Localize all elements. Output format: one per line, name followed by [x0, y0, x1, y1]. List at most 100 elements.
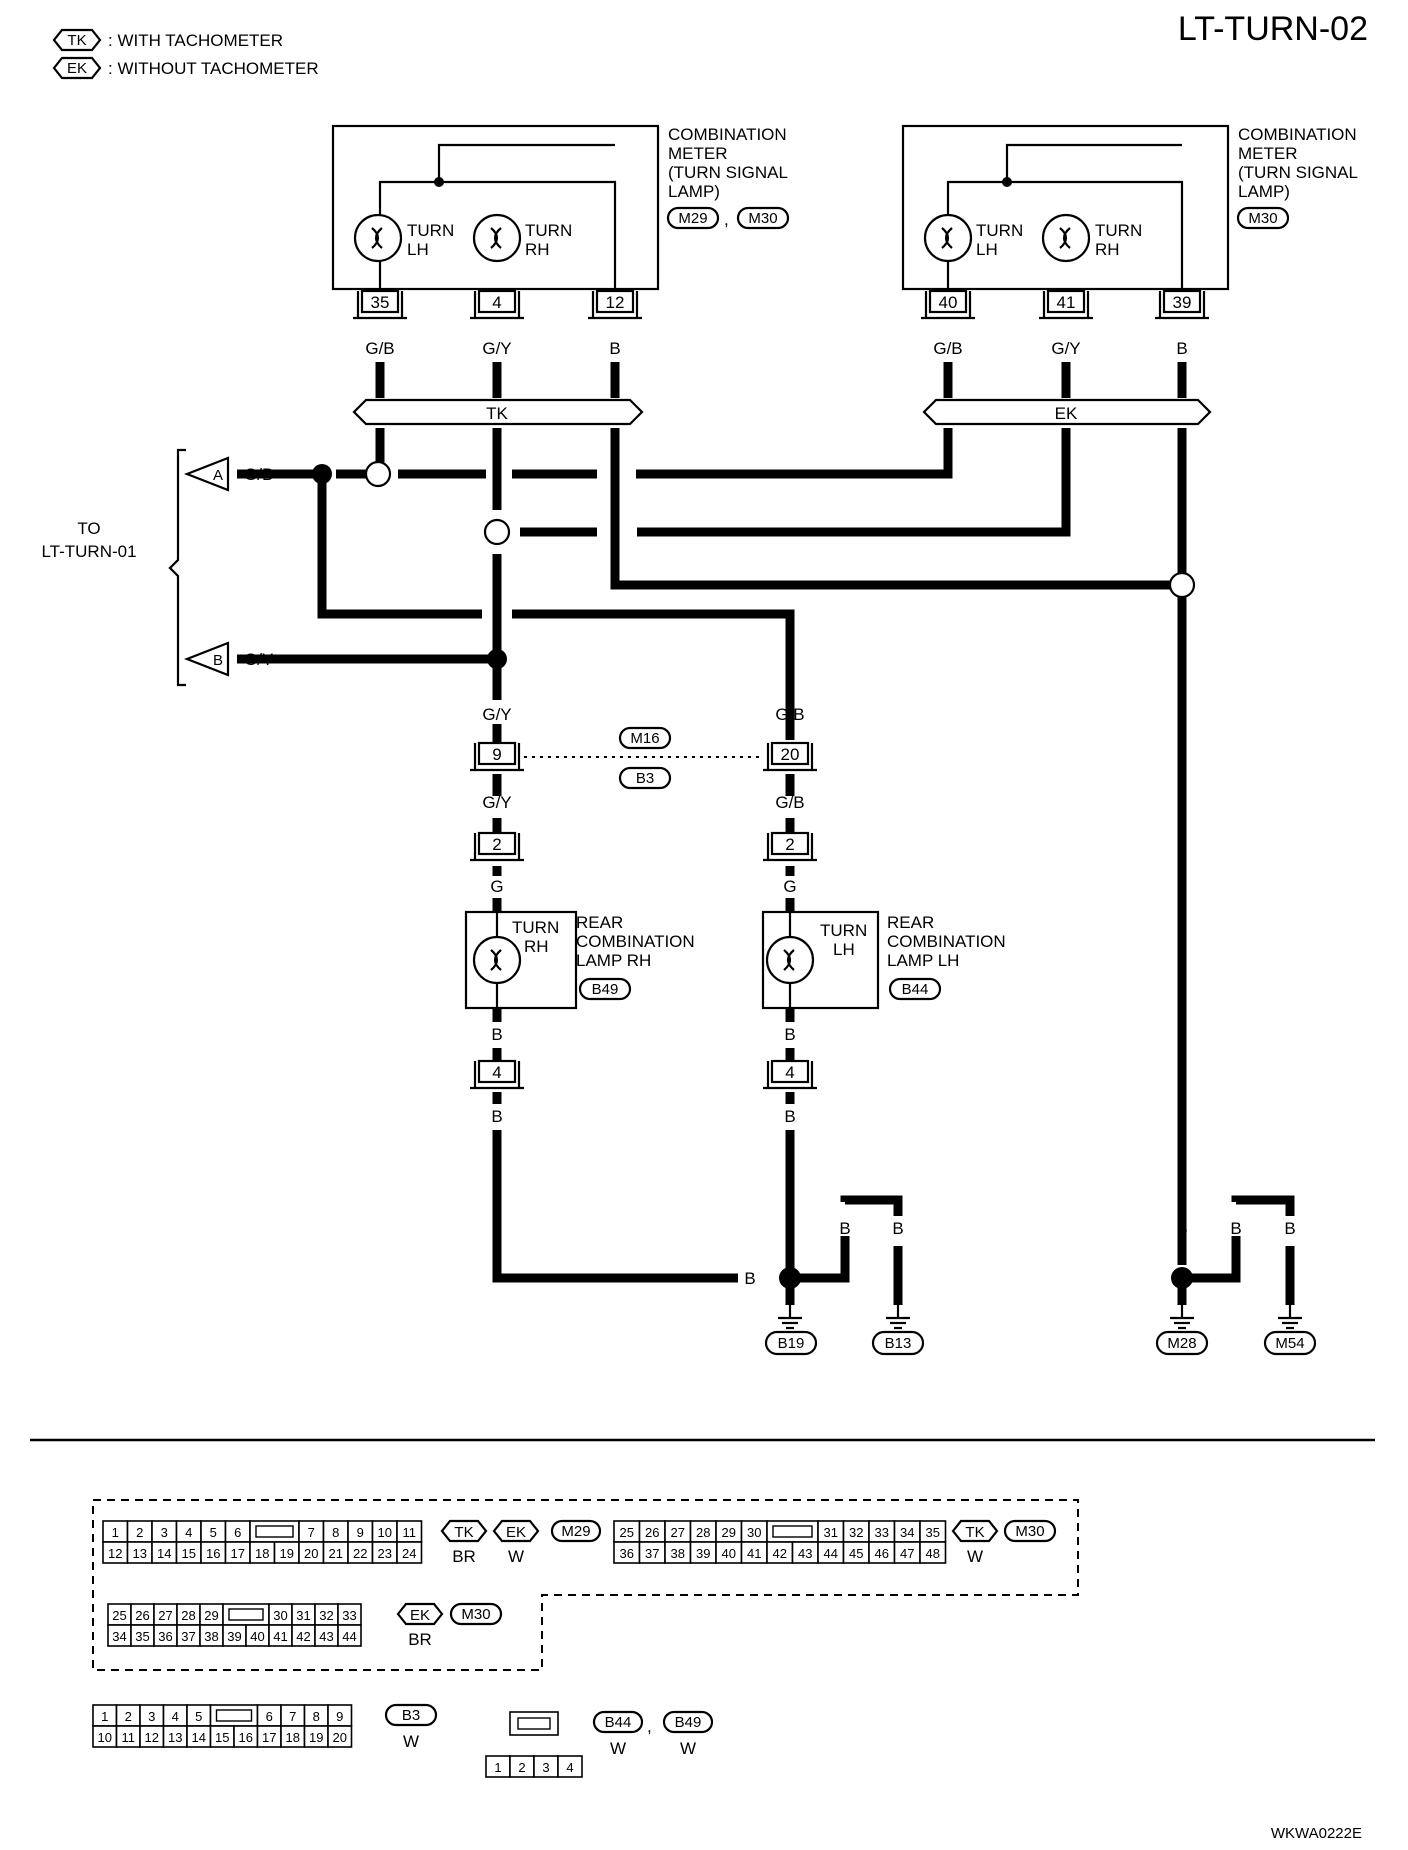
pin-number: 39 — [696, 1546, 710, 1561]
pin-number: 19 — [309, 1730, 323, 1745]
key-slot — [215, 1709, 253, 1722]
pin-cell — [327, 1725, 353, 1748]
ground-icon — [776, 1298, 804, 1330]
key-slot — [517, 1717, 551, 1730]
svg-text:B3: B3 — [636, 770, 654, 787]
turn-lh-lamp: TURN LH — [923, 213, 1023, 263]
meter-title: METER — [1238, 144, 1298, 163]
pin-number: 48 — [926, 1546, 940, 1561]
pin-number: 7 — [289, 1709, 296, 1724]
pin-number: 40 — [722, 1546, 736, 1561]
pin-number: 20 — [304, 1546, 318, 1561]
tag: B44 — [605, 1714, 632, 1731]
pin-number: 13 — [133, 1546, 147, 1561]
pin-number: 15 — [182, 1546, 196, 1561]
page-title: LT-TURN-02 — [1178, 10, 1368, 48]
key-slot — [255, 1525, 294, 1538]
split-bar-tk: TK — [352, 398, 644, 426]
color-code: W — [610, 1739, 626, 1758]
pin-number: 45 — [849, 1546, 863, 1561]
pin-number: 35 — [926, 1525, 940, 1540]
color-code: W — [680, 1739, 696, 1758]
legend-ek-tag: EK — [67, 60, 87, 77]
pin-number: 34 — [112, 1629, 126, 1644]
pin-39: 39 — [1155, 289, 1209, 320]
svg-text:TK: TK — [486, 404, 508, 423]
pin-number: 1 — [101, 1709, 108, 1724]
pin-number: 44 — [342, 1629, 356, 1644]
pin-number: 38 — [671, 1546, 685, 1561]
meter-title: LAMP) — [1238, 182, 1290, 201]
lamp-label: TURN — [1095, 221, 1142, 240]
tag: M29 — [561, 1523, 590, 1540]
svg-text:4: 4 — [492, 293, 501, 312]
pin-number: 21 — [329, 1546, 343, 1561]
pin-number: 25 — [112, 1608, 126, 1623]
svg-text:39: 39 — [1173, 293, 1192, 312]
lamp-label: TURN — [976, 221, 1023, 240]
pin-number: 32 — [849, 1525, 863, 1540]
pin-number: 47 — [900, 1546, 914, 1561]
svg-text:B13: B13 — [885, 1335, 912, 1352]
meter-title: (TURN SIGNAL — [668, 163, 788, 182]
pin-number: 36 — [158, 1629, 172, 1644]
pin-number: 27 — [671, 1525, 685, 1540]
legend-tk-tag: TK — [67, 32, 86, 49]
svg-text:B: B — [491, 1107, 502, 1126]
tag: TK — [454, 1524, 473, 1541]
wire-color: B — [609, 339, 620, 358]
svg-text:M30: M30 — [1248, 210, 1277, 227]
svg-text:B44: B44 — [902, 981, 929, 998]
ground-tag-b13: B13 — [871, 1330, 925, 1356]
pin-number: 41 — [747, 1546, 761, 1561]
pin-number: 9 — [336, 1709, 343, 1724]
turn-rh-lamp: TURN RH — [472, 213, 572, 263]
pin-number: 3 — [161, 1525, 168, 1540]
svg-text:G/Y: G/Y — [482, 793, 511, 812]
pin-number: 43 — [319, 1629, 333, 1644]
tag: B49 — [675, 1714, 702, 1731]
harness-connector-m16-b3: G/Y G/B 9 20 M16 B3 G/Y G/B — [470, 705, 817, 812]
pin-number: 46 — [875, 1546, 889, 1561]
pin-number: 12 — [108, 1546, 122, 1561]
pin-number: 23 — [378, 1546, 392, 1561]
svg-text:LAMP LH: LAMP LH — [887, 951, 959, 970]
svg-text:M28: M28 — [1167, 1335, 1196, 1352]
color-code: W — [403, 1732, 419, 1751]
lamp-label: RH — [1095, 240, 1120, 259]
pin-number: 31 — [824, 1525, 838, 1540]
pin-number: 25 — [620, 1525, 634, 1540]
pin-number: 11 — [403, 1525, 417, 1540]
pin-number: 40 — [250, 1629, 264, 1644]
splice-open — [1168, 571, 1196, 599]
pin-number: 28 — [181, 1608, 195, 1623]
pin-number: 14 — [192, 1730, 206, 1745]
svg-text:G/Y: G/Y — [482, 705, 511, 724]
pin-41: 41 — [1039, 289, 1093, 320]
ground-tag-b19: B19 — [764, 1330, 818, 1356]
pin-number: 10 — [98, 1730, 112, 1745]
pin-number: 4 — [172, 1709, 179, 1724]
pin-number: 13 — [168, 1730, 182, 1745]
legend-ek: EK : WITHOUT TACHOMETER — [52, 56, 319, 80]
svg-text:M54: M54 — [1275, 1335, 1304, 1352]
pin-number: 34 — [900, 1525, 914, 1540]
pin-number: 38 — [204, 1629, 218, 1644]
legend-tk: TK : WITH TACHOMETER — [52, 28, 283, 52]
pin-number: 31 — [296, 1608, 310, 1623]
pin-number: 26 — [645, 1525, 659, 1540]
svg-text:B: B — [491, 1025, 502, 1044]
pin-number: 18 — [255, 1546, 269, 1561]
svg-text:B19: B19 — [778, 1335, 805, 1352]
pin-number: 30 — [273, 1608, 287, 1623]
lamp-label: TURN — [525, 221, 572, 240]
pin-number: 36 — [620, 1546, 634, 1561]
ground-section: B B B B B B B19 B13 M28 M54 — [744, 1219, 1317, 1356]
svg-text:REAR: REAR — [887, 913, 934, 932]
splice-dot — [312, 464, 332, 484]
connector-tag-m30: M30 — [736, 206, 790, 230]
pin-number: 3 — [148, 1709, 155, 1724]
pin-number: 29 — [722, 1525, 736, 1540]
